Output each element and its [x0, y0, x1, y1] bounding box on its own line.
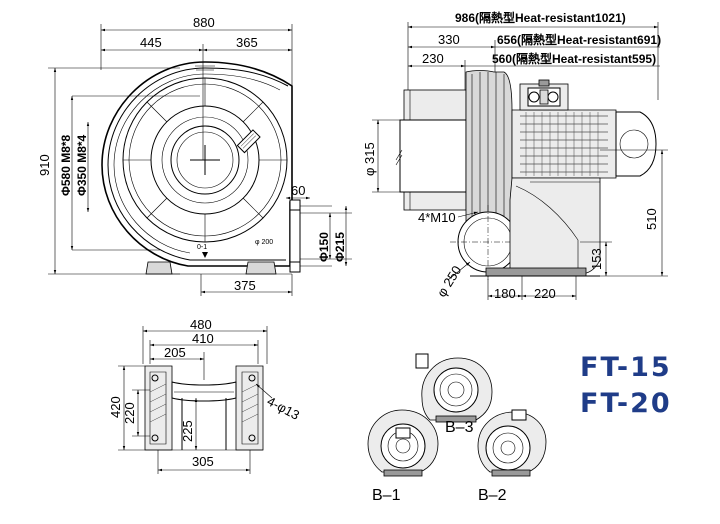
base-view: 480 410 205 420 220 225 [108, 317, 302, 474]
variant-b1: B–1 [367, 409, 439, 504]
dim-420: 420 [108, 396, 123, 418]
dim-510: 510 [644, 208, 659, 230]
side-view: 986(隔熱型Heat-resistant1021) 330 656(隔熱型He… [362, 10, 668, 301]
dim-225: 225 [180, 420, 195, 442]
dim-60: 60 [291, 183, 305, 198]
variant-b2: B–2 [477, 409, 547, 504]
dim-910: 910 [37, 154, 52, 176]
dim-410: 410 [192, 331, 214, 346]
dim-205: 205 [164, 345, 186, 360]
label-0-1: 0-1 [197, 244, 207, 251]
dim-180: 180 [494, 286, 516, 301]
dim-phi350: Φ350 M8*4 [75, 134, 89, 196]
dim-305: 305 [192, 454, 214, 469]
label-4-phi13: 4-φ13 [265, 393, 302, 422]
dim-560: 560(隔熱型Heat-resistant595) [492, 51, 656, 66]
model-ft20: FT-20 [580, 388, 672, 419]
dim-880: 880 [193, 15, 215, 30]
dim-230: 230 [422, 51, 444, 66]
dim-220-base: 220 [122, 402, 137, 424]
dim-445: 445 [140, 35, 162, 50]
dim-220: 220 [534, 286, 556, 301]
dim-480: 480 [190, 317, 212, 332]
dim-phi250: φ 250 [434, 263, 465, 300]
dim-365: 365 [236, 35, 258, 50]
dim-phi580: Φ580 M8*8 [59, 134, 73, 196]
dim-986: 986(隔熱型Heat-resistant1021) [455, 10, 626, 25]
label-phi200: φ 200 [255, 239, 273, 246]
dim-phi315: φ 315 [362, 142, 377, 176]
variant-label-b3: B–3 [445, 419, 474, 436]
variant-label-b1: B–1 [372, 487, 401, 504]
label-4m10: 4*M10 [418, 210, 456, 225]
dim-375: 375 [234, 278, 256, 293]
variant-label-b2: B–2 [478, 487, 507, 504]
model-title: FT-15 FT-20 [580, 352, 672, 419]
model-ft15: FT-15 [580, 352, 672, 383]
dim-phi150: Φ150 [317, 232, 331, 262]
dim-phi215: Φ215 [333, 232, 347, 262]
dim-153: 153 [589, 248, 604, 270]
variant-b3: B–3 [415, 353, 493, 436]
dim-656: 656(隔熱型Heat-resistant691) [497, 32, 661, 47]
front-view: 880 445 365 910 Φ580 M8*8 Φ350 M8*4 [37, 15, 352, 296]
dim-330: 330 [438, 32, 460, 47]
